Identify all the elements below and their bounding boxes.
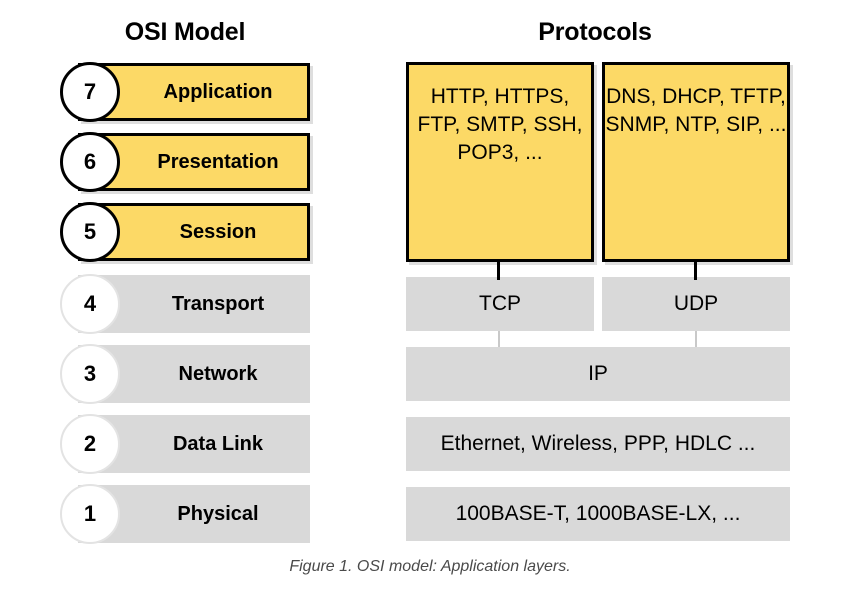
protocol-box-application-right[interactable]: DNS, DHCP, TFTP, SNMP, NTP, SIP, ... bbox=[602, 62, 790, 262]
connector-udp-to-ip bbox=[695, 331, 697, 347]
osi-layer-number-4: 4 bbox=[60, 274, 120, 334]
protocol-box-ip-text: IP bbox=[588, 361, 608, 385]
protocol-box-application-left[interactable]: HTTP, HTTPS, FTP, SMTP, SSH, POP3, ... bbox=[406, 62, 594, 262]
osi-layer-label-5: Session bbox=[179, 220, 257, 243]
protocol-box-data-link[interactable]: Ethernet, Wireless, PPP, HDLC ... bbox=[406, 417, 790, 471]
protocol-box-application-right-text: DNS, DHCP, TFTP, SNMP, NTP, SIP, ... bbox=[605, 85, 787, 137]
osi-layer-number-2: 2 bbox=[60, 414, 120, 474]
protocol-box-ip[interactable]: IP bbox=[406, 347, 790, 401]
osi-layer-row-6[interactable]: 6 Presentation bbox=[60, 132, 310, 192]
connector-application-left-to-tcp bbox=[497, 260, 500, 280]
osi-layer-row-2[interactable]: 2 Data Link bbox=[60, 414, 310, 474]
protocol-box-udp-text: UDP bbox=[673, 291, 719, 315]
connector-tcp-to-ip bbox=[498, 331, 500, 347]
osi-layer-row-3[interactable]: 3 Network bbox=[60, 344, 310, 404]
osi-layer-number-3: 3 bbox=[60, 344, 120, 404]
protocol-box-udp[interactable]: UDP bbox=[602, 277, 790, 331]
protocol-box-tcp-text: TCP bbox=[479, 291, 521, 315]
osi-layer-row-1[interactable]: 1 Physical bbox=[60, 484, 310, 544]
osi-layer-row-7[interactable]: 7 Application bbox=[60, 62, 310, 122]
osi-layer-number-6: 6 bbox=[60, 132, 120, 192]
osi-layer-label-2: Data Link bbox=[172, 432, 264, 455]
osi-layer-label-4: Transport bbox=[171, 292, 265, 315]
osi-layer-number-5: 5 bbox=[60, 202, 120, 262]
protocol-box-physical[interactable]: 100BASE-T, 1000BASE-LX, ... bbox=[406, 487, 790, 541]
osi-layer-number-7: 7 bbox=[60, 62, 120, 122]
osi-layer-row-4[interactable]: 4 Transport bbox=[60, 274, 310, 334]
protocol-box-physical-text: 100BASE-T, 1000BASE-LX, ... bbox=[455, 501, 741, 525]
protocol-box-tcp[interactable]: TCP bbox=[406, 277, 594, 331]
osi-layer-number-1: 1 bbox=[60, 484, 120, 544]
osi-model-column-title: OSI Model bbox=[124, 18, 246, 46]
osi-layer-label-7: Application bbox=[163, 80, 273, 103]
connector-application-right-to-udp bbox=[694, 260, 697, 280]
osi-layer-label-6: Presentation bbox=[157, 150, 279, 173]
osi-layer-label-3: Network bbox=[178, 362, 258, 385]
protocol-box-application-left-text: HTTP, HTTPS, FTP, SMTP, SSH, POP3, ... bbox=[417, 85, 583, 165]
osi-layer-label-1: Physical bbox=[177, 502, 259, 525]
protocol-box-data-link-text: Ethernet, Wireless, PPP, HDLC ... bbox=[440, 431, 756, 455]
figure-caption: Figure 1. OSI model: Application layers. bbox=[289, 558, 571, 575]
osi-layer-row-5[interactable]: 5 Session bbox=[60, 202, 310, 262]
protocols-column-title: Protocols bbox=[538, 18, 652, 46]
